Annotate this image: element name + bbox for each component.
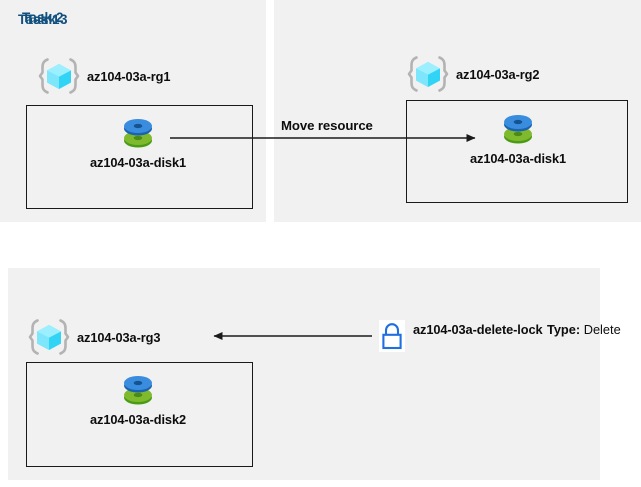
- resource-group-node-rg2: az104-03a-rg2: [407, 55, 539, 93]
- lock-type-value: Delete: [583, 322, 621, 337]
- panel-task-2: [274, 0, 641, 222]
- resource-group-icon: [407, 55, 449, 93]
- disk-label-task2-disk1: az104-03a-disk1: [470, 151, 566, 166]
- delete-lock-node: az104-03a-delete-lock Type: Delete: [379, 320, 621, 352]
- lock-text-block: az104-03a-delete-lock Type: Delete: [413, 320, 621, 339]
- lock-type-row: Type: Delete: [547, 322, 621, 337]
- panel-title-task-2: Task 2: [22, 10, 64, 25]
- panel-title-task-1: Task 1: [18, 12, 60, 27]
- disk-node-task2-disk1: az104-03a-disk1: [470, 112, 566, 166]
- resource-group-icon: [38, 57, 80, 95]
- lock-name: az104-03a-delete-lock: [413, 322, 543, 337]
- resource-group-node-rg1: az104-03a-rg1: [38, 57, 170, 95]
- resource-group-label-rg3: az104-03a-rg3: [77, 329, 161, 345]
- disk-node-task3-disk2: az104-03a-disk2: [90, 373, 186, 427]
- move-resource-label: Move resource: [281, 118, 373, 133]
- managed-disk-icon: [501, 112, 535, 148]
- managed-disk-icon: [121, 116, 155, 152]
- resource-group-label-rg1: az104-03a-rg1: [87, 68, 171, 84]
- resource-group-label-rg2: az104-03a-rg2: [456, 66, 540, 82]
- resource-group-node-rg3: az104-03a-rg3: [28, 318, 160, 356]
- lock-type-label: Type:: [546, 322, 581, 337]
- resource-box-task-2: [406, 100, 628, 203]
- lock-icon: [379, 320, 405, 352]
- panel-task-1: [0, 0, 266, 222]
- disk-node-task1-disk1: az104-03a-disk1: [90, 116, 186, 170]
- panel-title-task-3: Task 3: [26, 12, 68, 27]
- resource-box-task-3: [26, 362, 253, 467]
- resource-group-icon: [28, 318, 70, 356]
- disk-label-task1-disk1: az104-03a-disk1: [90, 155, 186, 170]
- resource-box-task-1: [26, 105, 253, 209]
- disk-label-task3-disk2: az104-03a-disk2: [90, 412, 186, 427]
- panel-task-3: [8, 268, 600, 480]
- managed-disk-icon: [121, 373, 155, 409]
